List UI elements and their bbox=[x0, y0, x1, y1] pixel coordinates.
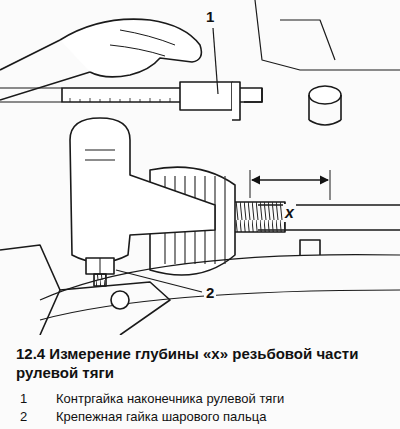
dimension-label: x bbox=[283, 204, 296, 222]
steering-illustration bbox=[0, 0, 400, 335]
callout-number: 1 bbox=[204, 8, 216, 25]
legend-number: 1 bbox=[20, 392, 27, 407]
legend-text: Крепежная гайка шарового пальца bbox=[56, 410, 266, 425]
callout-number: 2 bbox=[204, 284, 216, 301]
legend-number: 2 bbox=[20, 410, 27, 425]
legend-text: Контргайка наконечника рулевой тяги bbox=[56, 392, 284, 407]
figure-caption: 12.4 Измерение глубины «x» резьбовой час… bbox=[16, 345, 388, 383]
